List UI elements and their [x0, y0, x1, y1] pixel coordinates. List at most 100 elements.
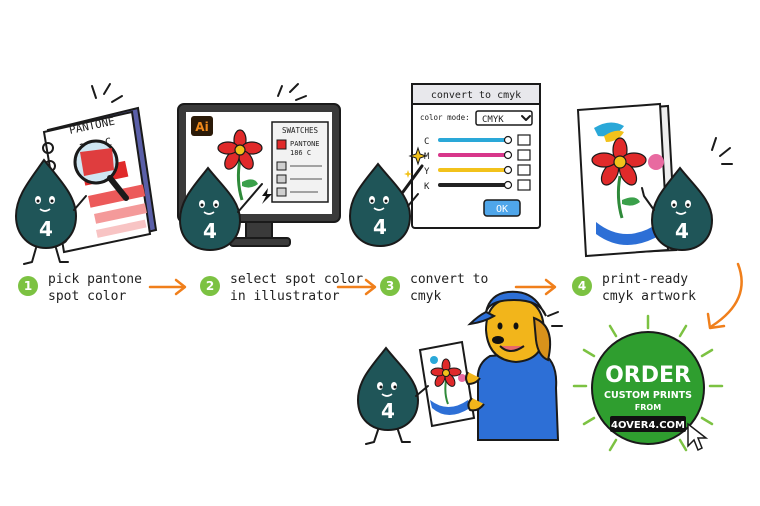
delivery-scene: 4: [356, 290, 563, 445]
chevron-down-icon: [521, 115, 531, 121]
step-number-badge: [18, 276, 38, 296]
step-label-line1: select spot color: [230, 272, 363, 287]
swatch-name: PANTONE: [290, 140, 320, 148]
arrow-icon: [148, 278, 187, 296]
ink-drop-mascot: 4: [641, 166, 714, 252]
panel-convert-dialog: convert to cmyk color mode: CMYK CMYK OK…: [348, 83, 541, 248]
arrow-icon: [514, 278, 557, 296]
panel-pick-pantone: PANTONE 186 C 4: [14, 83, 158, 265]
magnifier-icon: [73, 139, 129, 201]
slider-handle[interactable]: [503, 165, 513, 175]
channel-value-box[interactable]: [517, 134, 531, 146]
color-mode-label: color mode:: [420, 113, 470, 122]
flower-artwork: [430, 358, 462, 405]
dialog-title: convert to cmyk: [431, 90, 521, 101]
curved-arrow-icon: [706, 262, 743, 330]
color-mode-select[interactable]: [475, 110, 533, 126]
channel-row[interactable]: M: [424, 149, 531, 162]
step-arrows: [148, 262, 743, 330]
step-label-line2: cmyk artwork: [602, 289, 696, 304]
mascot-number: 4: [203, 219, 217, 243]
channel-row[interactable]: C: [424, 134, 531, 147]
art-shape: [604, 130, 624, 142]
panel-illustrator: Ai SWATCHES PANTONE 186 C: [177, 83, 341, 252]
step-label-line2: in illustrator: [230, 289, 340, 304]
ink-drop-mascot: 4: [178, 166, 263, 252]
order-cta[interactable]: ORDER CUSTOM PRINTS FROM 4OVER4.COM: [572, 314, 724, 452]
channel-row[interactable]: K: [424, 179, 531, 192]
cursor-icon: [262, 188, 272, 204]
burst-lines: [572, 314, 724, 452]
cta-domain: 4OVER4.COM: [611, 420, 685, 431]
delivery-dog: [465, 290, 560, 441]
ink-drop-mascot: 4: [14, 158, 87, 265]
step-2: 2 select spot color in illustrator: [200, 272, 363, 304]
swatch-code: 186 C: [290, 149, 311, 157]
selected-swatch[interactable]: [276, 139, 287, 150]
dialog-titlebar: [411, 83, 541, 105]
art-shape: [648, 154, 664, 170]
swatch-list: [276, 161, 287, 197]
channel-letter: C: [424, 137, 429, 147]
sparkle-lines: [547, 311, 563, 327]
mascot-number: 4: [381, 399, 395, 423]
flower-artwork: [217, 129, 263, 201]
cta-headline: ORDER: [605, 363, 691, 388]
step-1: 1 pick pantone spot color: [18, 272, 142, 304]
mascot-number: 4: [39, 217, 53, 241]
step-4: 4 print-ready cmyk artwork: [572, 272, 696, 304]
step-labels: 1 pick pantone spot color 2 select spot colo…: [18, 272, 696, 304]
channel-row[interactable]: Y: [424, 164, 531, 177]
app-badge-text: Ai: [195, 120, 208, 134]
step-label-line1: print-ready: [602, 272, 688, 287]
mascot-number: 4: [373, 215, 387, 239]
cta-from: FROM: [635, 403, 661, 412]
channel-list: CMYK: [424, 134, 531, 192]
mascot-number: 4: [675, 219, 689, 243]
step-number: 3: [386, 279, 394, 293]
channel-value-box[interactable]: [517, 179, 531, 191]
sparkle-lines: [91, 83, 123, 103]
monitor-base: [229, 237, 291, 247]
magic-sparkle-icon: [398, 146, 428, 198]
swatch-strip: [95, 219, 147, 238]
step-number-badge: [200, 276, 220, 296]
step-number-badge: [572, 276, 592, 296]
cta-subline: CUSTOM PRINTS: [604, 390, 692, 401]
panel-print-ready: 4: [576, 102, 733, 258]
channel-letter: Y: [424, 167, 430, 177]
ok-button-label: OK: [496, 204, 508, 215]
step-number: 4: [578, 279, 586, 293]
channel-value-box[interactable]: [517, 149, 531, 161]
illustrator-badge: [191, 116, 213, 136]
step-label-line1: convert to: [410, 272, 488, 287]
slider-handle[interactable]: [503, 135, 513, 145]
color-mode-value: CMYK: [482, 115, 504, 125]
ink-drop-mascot: 4: [348, 162, 419, 248]
channel-letter: M: [424, 152, 430, 162]
step-3: 3 convert to cmyk: [380, 272, 488, 304]
cursor-icon: [687, 422, 709, 452]
sparkle-lines: [277, 83, 307, 101]
channel-value-box[interactable]: [517, 164, 531, 176]
sparkle-lines: [711, 137, 733, 165]
swatch-list-lines: [290, 165, 322, 193]
swatches-panel-title: SWATCHES: [282, 126, 319, 135]
flower-artwork: [591, 137, 647, 219]
slider-handle[interactable]: [503, 180, 513, 190]
arrow-icon: [336, 278, 377, 296]
step-label-line2: cmyk: [410, 289, 441, 304]
ink-drop-mascot: 4: [356, 346, 429, 445]
slider-handle[interactable]: [503, 150, 513, 160]
step-label-line2: spot color: [48, 289, 126, 304]
swatch-strip: [94, 203, 147, 224]
step-number: 2: [206, 279, 214, 293]
cta-domain-plate: [610, 416, 686, 432]
channel-letter: K: [424, 182, 430, 192]
step-number: 1: [24, 279, 32, 293]
swatch-strip: [87, 184, 146, 208]
step-number-badge: [380, 276, 400, 296]
step-label-line1: pick pantone: [48, 272, 142, 287]
ok-button[interactable]: [483, 199, 521, 217]
